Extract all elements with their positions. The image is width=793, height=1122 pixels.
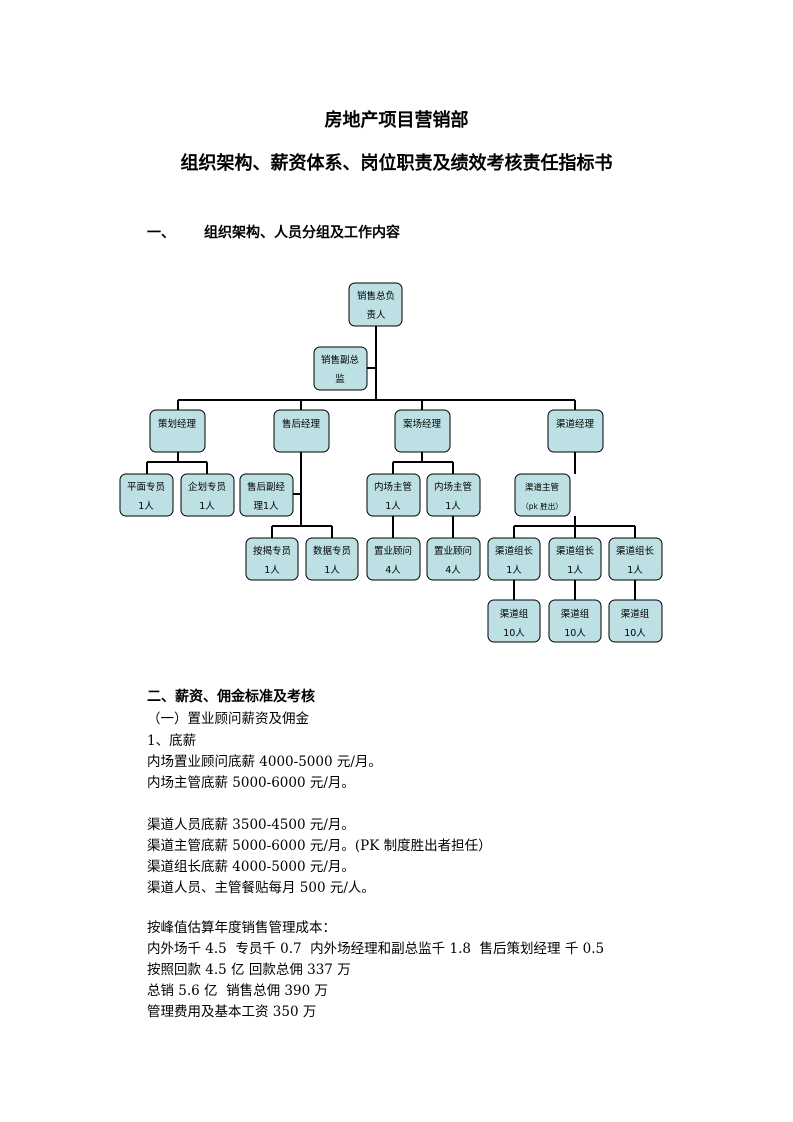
org-node-channel-team-a-line2: 10人 [503,628,525,639]
org-node-deputy-director: 销售副总 监 [313,346,368,391]
org-node-aftersales-deputy: 售后副经 理1人 [239,473,294,517]
text-line: 内场置业顾问底薪 4000-5000 元/月。 [147,754,382,770]
org-node-inhouse-supervisor-a-line1: 内场主管 [374,481,412,493]
org-node-team-leader-b-line1: 渠道组长 [556,545,595,557]
org-node-aftersales-deputy-line2: 理1人 [253,501,279,512]
org-node-consultant-a-line2: 4人 [385,565,401,576]
org-node-channel-supervisor-line2: （pk 胜出） [521,501,563,511]
section1-heading: 组织架构、人员分组及工作内容 [204,225,400,241]
org-node-site-manager-label: 案场经理 [403,418,442,430]
org-node-team-leader-b: 渠道组长 1人 [548,537,602,581]
org-node-deputy-director-line1: 销售副总 [321,354,360,366]
section1-number: 一、 [147,225,175,241]
org-node-team-leader-c-line1: 渠道组长 [616,545,655,557]
org-node-aftersales-manager-label: 售后经理 [282,418,321,430]
text-line: 管理费用及基本工资 350 万 [147,1004,317,1020]
org-node-team-leader-a: 渠道组长 1人 [487,537,541,581]
org-node-graphic-specialist-line1: 平面专员 [127,481,165,493]
org-node-consultant-b-line1: 置业顾问 [434,545,472,557]
org-node-data-specialist-line1: 数据专员 [313,545,351,557]
org-node-channel-manager: 渠道经理 [547,409,604,453]
org-node-team-leader-c-line2: 1人 [627,565,643,576]
org-node-channel-team-b: 渠道组 10人 [548,599,602,643]
org-node-inhouse-supervisor-b-line1: 内场主管 [434,481,472,493]
org-node-graphic-specialist-line2: 1人 [138,501,154,512]
org-node-aftersales-manager: 售后经理 [273,409,330,453]
org-node-planning-specialist-line2: 1人 [199,501,215,512]
org-node-team-leader-a-line1: 渠道组长 [495,545,534,557]
text-line: 按照回款 4.5 亿 回款总佣 337 万 [147,962,351,978]
document-title: 房地产项目营销部 [324,110,469,131]
org-node-data-specialist-line2: 1人 [324,565,340,576]
org-node-consultant-b-line2: 4人 [445,565,461,576]
text-line: 按峰值估算年度销售管理成本： [147,920,336,936]
text-line: 渠道人员底薪 3500-4500 元/月。 [147,817,355,833]
text-line: 渠道主管底薪 5000-6000 元/月。(PK 制度胜出者担任） [147,838,492,854]
org-node-sales-head: 销售总负 责人 [348,282,403,327]
org-node-deputy-director-line2: 监 [335,373,345,385]
org-node-consultant-a-line1: 置业顾问 [374,545,412,557]
text-line: 总销 5.6 亿 销售总佣 390 万 [147,983,328,999]
org-node-team-leader-c: 渠道组长 1人 [608,537,663,581]
section2-heading: 二、薪资、佣金标准及考核 [147,689,315,705]
org-node-channel-team-a-line1: 渠道组 [500,608,529,620]
org-node-mortgage-specialist-line2: 1人 [264,565,280,576]
section2-subheading: （一）置业顾问薪资及佣金 [147,711,309,727]
org-node-planning-manager-label: 策划经理 [158,418,197,430]
org-node-planning-manager: 策划经理 [149,409,206,453]
org-node-sales-head-line1: 销售总负 [357,290,395,302]
org-node-channel-supervisor-line1: 渠道主管 [525,482,559,493]
org-node-inhouse-supervisor-a: 内场主管 1人 [366,473,421,517]
org-node-channel-team-b-line2: 10人 [564,628,586,639]
text-line: 渠道组长底薪 4000-5000 元/月。 [147,859,355,875]
org-node-team-leader-b-line2: 1人 [567,565,583,576]
document-subtitle: 组织架构、薪资体系、岗位职责及绩效考核责任指标书 [180,153,613,174]
org-node-sales-head-line2: 责人 [366,309,386,321]
org-node-channel-manager-label: 渠道经理 [556,418,595,430]
base-salary-heading: 1、底薪 [147,733,197,749]
org-node-mortgage-specialist-line1: 按揭专员 [253,545,291,557]
org-node-inhouse-supervisor-a-line2: 1人 [385,501,401,512]
org-node-channel-team-c-line1: 渠道组 [621,608,650,620]
text-line: 渠道人员、主管餐贴每月 500 元/人。 [147,880,375,896]
org-node-planning-specialist-line1: 企划专员 [188,481,226,493]
org-node-team-leader-a-line2: 1人 [506,565,522,576]
org-node-channel-team-c-line2: 10人 [624,628,646,639]
org-node-consultant-a: 置业顾问 4人 [366,537,421,581]
org-node-aftersales-deputy-line1: 售后副经 [247,481,286,493]
org-node-graphic-specialist: 平面专员 1人 [119,473,174,517]
org-node-data-specialist: 数据专员 1人 [305,537,359,581]
text-line: 内外场千 4.5 专员千 0.7 内外场经理和副总监千 1.8 售后策划经理 千… [147,941,605,957]
org-node-planning-specialist: 企划专员 1人 [180,473,235,517]
org-node-inhouse-supervisor-b-line2: 1人 [445,501,461,512]
org-node-site-manager: 案场经理 [394,409,451,453]
org-node-mortgage-specialist: 按揭专员 1人 [245,537,299,581]
text-line: 内场主管底薪 5000-6000 元/月。 [147,775,355,791]
org-connectors [146,326,636,600]
org-chart: 销售总负 责人 销售副总 监 策划经理 售后经理 案场经理 渠道经理 平面专员 … [119,282,663,643]
org-node-inhouse-supervisor-b: 内场主管 1人 [426,473,481,517]
org-node-channel-team-b-line1: 渠道组 [561,608,590,620]
org-node-channel-team-c: 渠道组 10人 [608,599,663,643]
org-node-channel-team-a: 渠道组 10人 [487,599,541,643]
org-node-channel-supervisor: 渠道主管 （pk 胜出） [514,473,571,517]
org-node-consultant-b: 置业顾问 4人 [426,537,481,581]
